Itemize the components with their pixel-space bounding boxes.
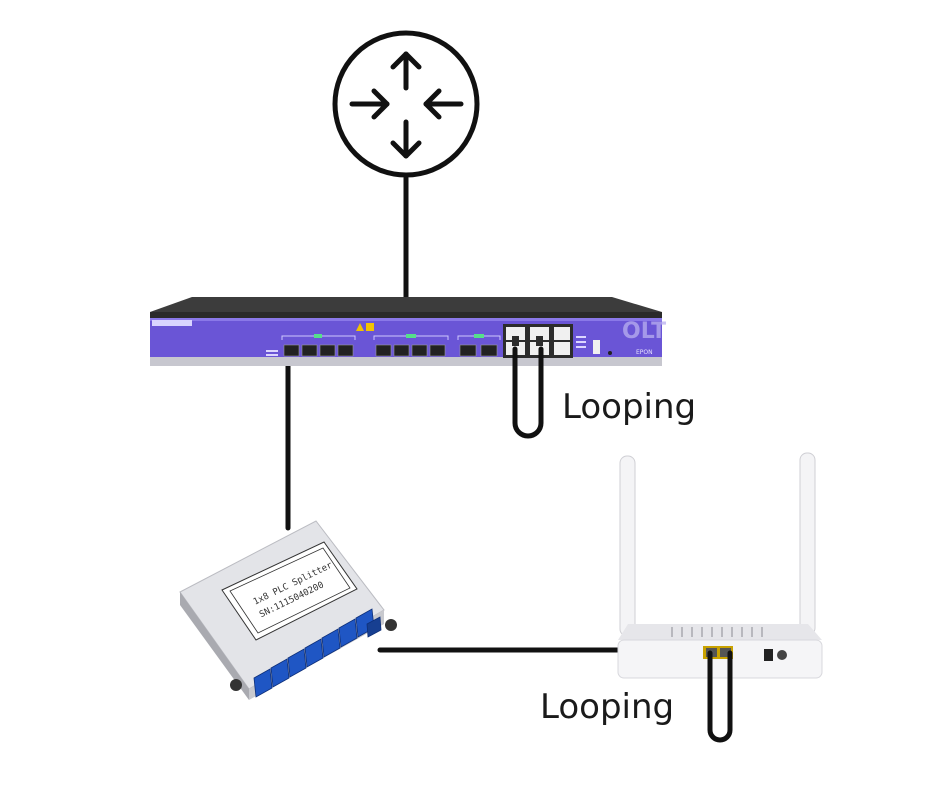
onu-device — [617, 452, 823, 679]
splitter-ports — [253, 608, 382, 698]
onu-loop-label: Looping — [540, 687, 674, 727]
olt-loop-cable — [512, 346, 544, 439]
olt-brand-text: OLT — [622, 319, 666, 344]
olt-device: OLT EPON — [150, 297, 666, 366]
olt-device-text: EPON — [636, 349, 653, 356]
pon-ports — [283, 344, 498, 357]
splitter-device: 1x8 PLC Splitter SN:1115040200 — [179, 520, 397, 700]
ethernet-ports — [503, 324, 573, 358]
olt-loop-label: Looping — [562, 387, 696, 427]
onu-loop-cable — [707, 650, 733, 743]
router-icon — [332, 30, 480, 178]
cables — [285, 175, 625, 653]
